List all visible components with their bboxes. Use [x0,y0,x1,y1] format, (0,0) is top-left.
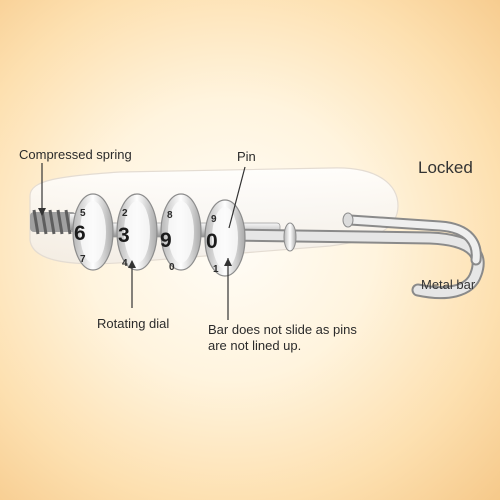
dial[interactable]: 2 3 4 [116,193,158,271]
label-explanation-line2: are not lined up. [208,338,302,353]
dial-number-above: 8 [167,210,173,221]
dial-number-main: 0 [206,230,218,253]
dial-number-below: 0 [169,262,175,273]
arrowhead-spring [38,208,46,216]
label-explanation: Bar does not slide as pins are not lined… [208,322,357,354]
label-pin: Pin [237,149,256,164]
arrowhead-dial [128,260,136,268]
dial-number-above: 2 [122,208,128,219]
leader-line-pin [228,166,246,229]
dial-number-main: 6 [74,222,86,245]
label-metal-bar: Metal bar [421,277,476,292]
dial[interactable]: 9 0 1 [204,199,246,277]
dial-number-below: 7 [80,254,86,265]
dial-number-below: 4 [122,258,128,269]
dial-number-below: 1 [213,264,219,275]
label-rotating-dial: Rotating dial [97,316,170,331]
label-compressed-spring: Compressed spring [19,147,132,162]
label-explanation-line1: Bar does not slide as pins [208,322,357,337]
dial[interactable]: 8 9 0 [160,193,202,273]
leader-lines [41,163,246,320]
leader-arrowheads [38,208,232,268]
dial[interactable]: 5 6 7 [72,193,114,271]
arrowhead-note [224,258,232,266]
dial-number-above: 5 [80,208,86,219]
dial-number-above: 9 [211,214,217,225]
label-lock-state: Locked [418,158,473,177]
dial-number-main: 9 [160,229,172,252]
metal-bar [223,212,485,300]
dial-number-main: 3 [118,224,130,247]
